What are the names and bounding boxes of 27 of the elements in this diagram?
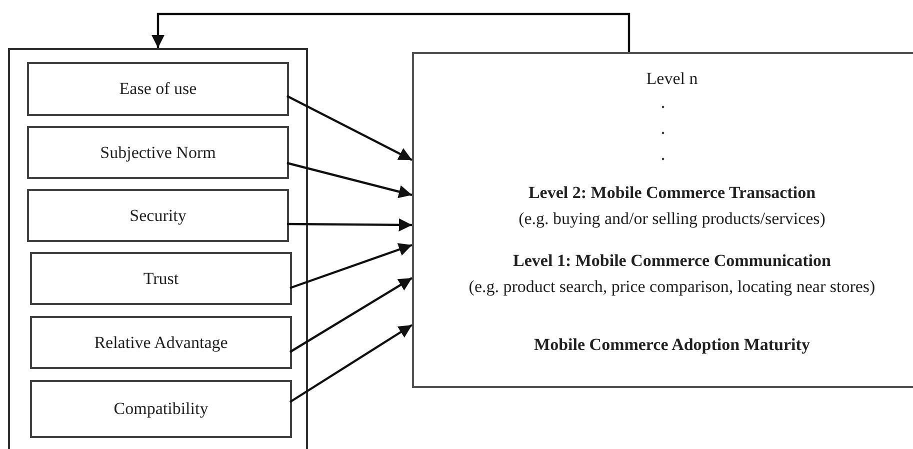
arrow (151, 12, 630, 52)
level-label: Level n (646, 68, 698, 90)
arrow (289, 324, 413, 403)
factor-box (27, 189, 289, 242)
level-example: (e.g. buying and/or selling products/services) (518, 208, 826, 230)
level-heading: Level 2: Mobile Commerce Transaction (528, 182, 816, 204)
factor-box (30, 252, 292, 305)
arrow (290, 243, 412, 290)
factor-box (27, 62, 289, 116)
factor-box (30, 380, 292, 438)
maturity-box (412, 52, 913, 388)
factor-label: Compatibility (114, 398, 208, 420)
factor-label: Relative Advantage (94, 332, 228, 354)
group-box (8, 48, 308, 449)
arrow (287, 218, 412, 232)
factor-box (27, 126, 289, 179)
arrow (286, 95, 412, 161)
factor-label: Trust (143, 268, 179, 290)
factor-label: Ease of use (119, 78, 197, 100)
factor-label: Subjective Norm (100, 142, 216, 164)
level-heading: Mobile Commerce Adoption Maturity (534, 334, 810, 356)
arrow (286, 162, 412, 198)
level-example: (e.g. product search, price comparison, locating near stores) (468, 276, 876, 298)
arrow (289, 277, 413, 353)
level-heading: Level 1: Mobile Commerce Communication (513, 250, 831, 272)
factor-box (30, 316, 292, 369)
factor-label: Security (130, 204, 186, 227)
